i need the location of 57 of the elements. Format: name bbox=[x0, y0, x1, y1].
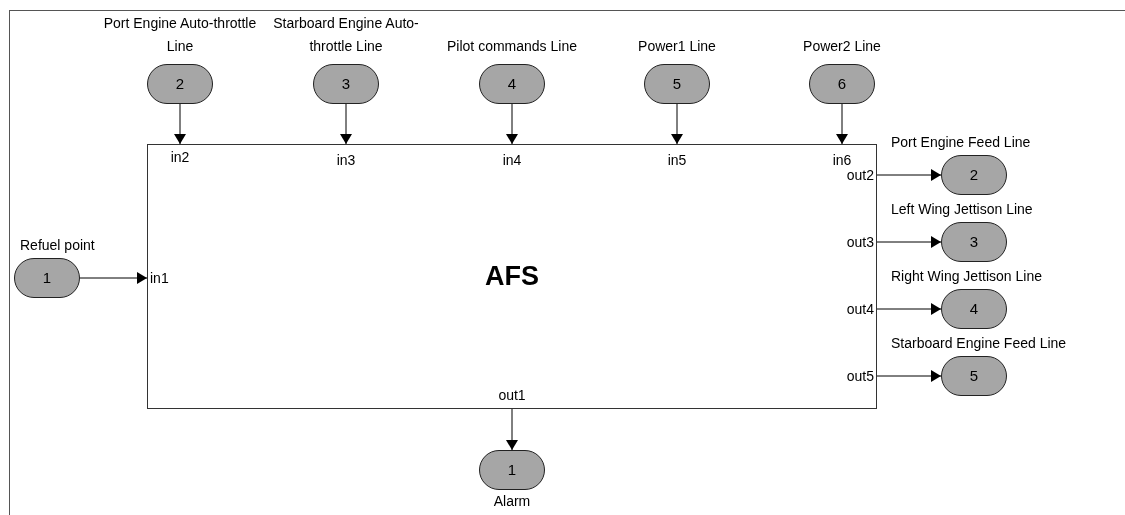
port-terminal bbox=[147, 64, 213, 104]
block-title: AFS bbox=[485, 260, 539, 294]
port-label: out3 bbox=[846, 233, 874, 251]
port-number: 4 bbox=[507, 73, 517, 94]
arrow bbox=[79, 272, 148, 284]
arrow bbox=[174, 103, 186, 145]
port-terminal bbox=[941, 155, 1007, 195]
port-label: out4 bbox=[846, 300, 874, 318]
arrow bbox=[876, 370, 942, 382]
subsystem-block bbox=[147, 144, 877, 409]
arrow bbox=[506, 408, 518, 451]
port-name: Starboard Engine Feed Line bbox=[891, 334, 1067, 353]
port-terminal bbox=[644, 64, 710, 104]
port-label: in2 bbox=[169, 148, 191, 166]
port-label: in5 bbox=[666, 151, 688, 169]
arrow bbox=[876, 236, 942, 248]
port-number: 3 bbox=[341, 73, 351, 94]
port-label: in6 bbox=[831, 151, 853, 169]
port-name: Right Wing Jettison Line bbox=[891, 267, 1042, 286]
port-terminal bbox=[809, 64, 875, 104]
port-label: in1 bbox=[150, 269, 169, 287]
port-number: 3 bbox=[969, 231, 979, 252]
arrow bbox=[876, 303, 942, 315]
port-terminal bbox=[479, 450, 545, 490]
port-number: 1 bbox=[42, 267, 52, 288]
port-terminal bbox=[14, 258, 80, 298]
port-terminal bbox=[313, 64, 379, 104]
port-label: out2 bbox=[846, 166, 874, 184]
port-number: 4 bbox=[969, 298, 979, 319]
port-name: Starboard Engine Auto-throttle Line bbox=[272, 14, 420, 56]
port-number: 6 bbox=[837, 73, 847, 94]
port-name: Port Engine Auto-throttle Line bbox=[102, 14, 258, 56]
port-number: 2 bbox=[969, 164, 979, 185]
port-number: 2 bbox=[175, 73, 185, 94]
port-number: 5 bbox=[672, 73, 682, 94]
port-name: Power2 Line bbox=[802, 37, 882, 56]
arrow bbox=[671, 103, 683, 145]
port-number: 5 bbox=[969, 365, 979, 386]
port-label: in4 bbox=[501, 151, 523, 169]
port-label: out5 bbox=[846, 367, 874, 385]
port-name: Port Engine Feed Line bbox=[891, 133, 1031, 152]
port-terminal bbox=[479, 64, 545, 104]
port-number: 1 bbox=[507, 459, 517, 480]
port-name: Refuel point bbox=[20, 236, 95, 255]
port-name: Alarm bbox=[492, 492, 532, 511]
port-name: Left Wing Jettison Line bbox=[891, 200, 1033, 219]
port-name: Pilot commands Line bbox=[446, 37, 578, 56]
port-terminal bbox=[941, 356, 1007, 396]
port-label: out1 bbox=[497, 386, 527, 404]
port-name: Power1 Line bbox=[637, 37, 717, 56]
arrow bbox=[836, 103, 848, 145]
port-label: in3 bbox=[335, 151, 357, 169]
port-terminal bbox=[941, 222, 1007, 262]
port-terminal bbox=[941, 289, 1007, 329]
arrow bbox=[876, 169, 942, 181]
arrow bbox=[506, 103, 518, 145]
arrow bbox=[340, 103, 352, 145]
